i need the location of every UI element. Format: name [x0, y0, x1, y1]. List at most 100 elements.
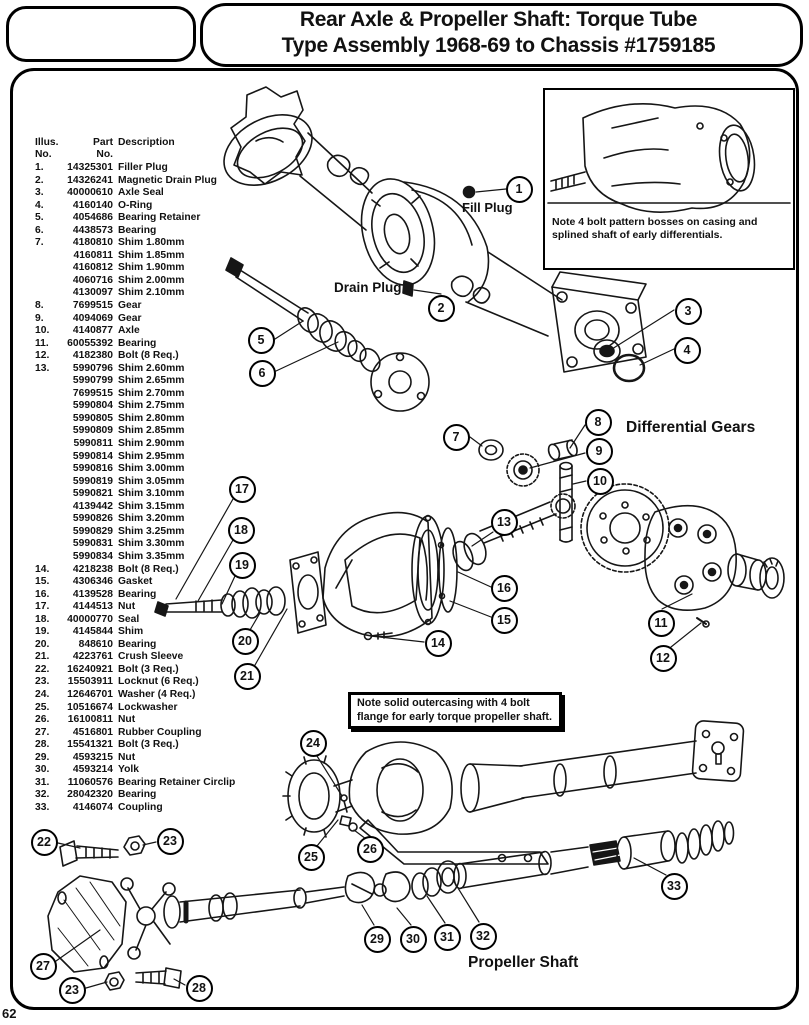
axle-shaft-art: [225, 257, 430, 412]
cell-part-no: 5990829: [72, 525, 113, 537]
cell-description: Filler Plug: [118, 162, 168, 173]
cell-description: Yolk: [118, 764, 139, 776]
cell-part-no: 5990804: [72, 400, 113, 412]
cell-part-no: 4306346: [72, 576, 113, 588]
cell-part-no: 15541321: [67, 739, 113, 751]
cell-description: Bolt (3 Req.): [118, 739, 179, 751]
cell-illus-no: 24.: [35, 688, 50, 700]
cell-illus-no: [35, 438, 60, 451]
torque-tube-art: [282, 720, 745, 865]
cell-illus-no: 12.: [35, 350, 50, 362]
cell-part-no: 5990816: [72, 463, 113, 475]
cell-part-no: 12646701: [67, 688, 113, 700]
seal-and-oring-art: [593, 339, 646, 383]
cell-description: Bearing Retainer Circlip: [118, 776, 236, 788]
cell-illus-no: 9.: [35, 312, 44, 324]
cell-part-no: 5990826: [72, 513, 113, 525]
cell-illus-no: [35, 476, 60, 489]
callout-10: 10: [586, 467, 614, 495]
callout-14: 14: [424, 629, 452, 657]
cell-illus-no: 14.: [35, 563, 50, 575]
cell-part-no: 4060716: [72, 274, 113, 286]
cell-description: Shim 3.00mm: [118, 463, 185, 475]
callout-1: 1: [505, 175, 533, 203]
cell-description: Shim 3.20mm: [118, 513, 185, 525]
callout-22: 22: [30, 828, 58, 856]
cell-part-no: 16240921: [67, 663, 113, 675]
cell-description: Shim 2.00mm: [118, 274, 185, 286]
cell-illus-no: [35, 400, 60, 413]
callout-26: 26: [356, 835, 384, 863]
cell-part-no: 15503911: [67, 676, 113, 688]
cell-illus-no: 16.: [35, 588, 50, 600]
cell-description: Nut: [118, 751, 136, 763]
cell-description: Shim 3.25mm: [118, 525, 185, 537]
cell-illus-no: 22.: [35, 663, 50, 675]
differential-gears-art: [452, 439, 785, 628]
cell-description: Gear: [118, 300, 142, 312]
callout-27: 27: [29, 952, 57, 980]
cell-illus-no: 5.: [35, 212, 44, 224]
cell-part-no: 4094069: [72, 312, 113, 324]
cell-part-no: 4182380: [72, 350, 113, 362]
cell-description: Bearing: [118, 337, 157, 349]
cell-part-no: 4140877: [72, 325, 113, 337]
cell-description: Shim 2.90mm: [118, 438, 185, 450]
cell-description: Bolt (8 Req.): [118, 350, 179, 362]
cell-part-no: 4146074: [72, 801, 113, 813]
callout-23: 23: [58, 976, 86, 1004]
cell-description: Shim 2.10mm: [118, 287, 185, 299]
propeller-shaft-label: Propeller Shaft: [468, 954, 579, 971]
cell-description: Shim 1.90mm: [118, 262, 185, 274]
callout-12: 12: [649, 644, 677, 672]
cell-illus-no: 3.: [35, 187, 44, 199]
cell-description: Shim 3.15mm: [118, 500, 185, 512]
cell-illus-no: 18.: [35, 613, 50, 625]
cell-part-no: 5990805: [72, 412, 113, 424]
cell-part-no: 4438573: [72, 224, 113, 236]
cell-illus-no: 21.: [35, 651, 50, 663]
cell-part-no: 4593215: [72, 751, 113, 763]
cell-part-no: 11060576: [67, 776, 113, 788]
cell-part-no: 4160812: [72, 262, 113, 274]
cell-description: O-Ring: [118, 199, 153, 211]
cell-description: Shim 3.05mm: [118, 475, 185, 487]
cell-part-no: 14326241: [67, 174, 113, 186]
table-row: 5990826 Shim 3.20mm: [35, 513, 250, 526]
page-title-line1: Rear Axle & Propeller Shaft: Torque Tube: [299, 8, 698, 31]
cell-description: Axle: [118, 325, 140, 337]
cell-illus-no: [35, 375, 60, 388]
cell-illus-no: [35, 526, 60, 539]
callout-5: 5: [247, 326, 275, 354]
callout-9: 9: [585, 437, 613, 465]
table-row: 4060716 Shim 2.00mm: [35, 275, 250, 288]
cell-part-no: 4139442: [72, 500, 113, 512]
cell-part-no: 40000770: [67, 613, 113, 625]
cell-description: Shim 2.60mm: [118, 362, 185, 374]
cell-part-no: 5990821: [72, 488, 113, 500]
cell-part-no: 4130097: [72, 287, 113, 299]
table-row: 4130097 Shim 2.10mm: [35, 287, 250, 300]
fill-plug-label: Fill Plug: [462, 200, 513, 215]
cell-description: Nut: [118, 601, 136, 613]
cell-illus-no: [35, 262, 60, 275]
table-row: 5990816 Shim 3.00mm: [35, 463, 250, 476]
cell-description: Seal: [118, 613, 140, 625]
